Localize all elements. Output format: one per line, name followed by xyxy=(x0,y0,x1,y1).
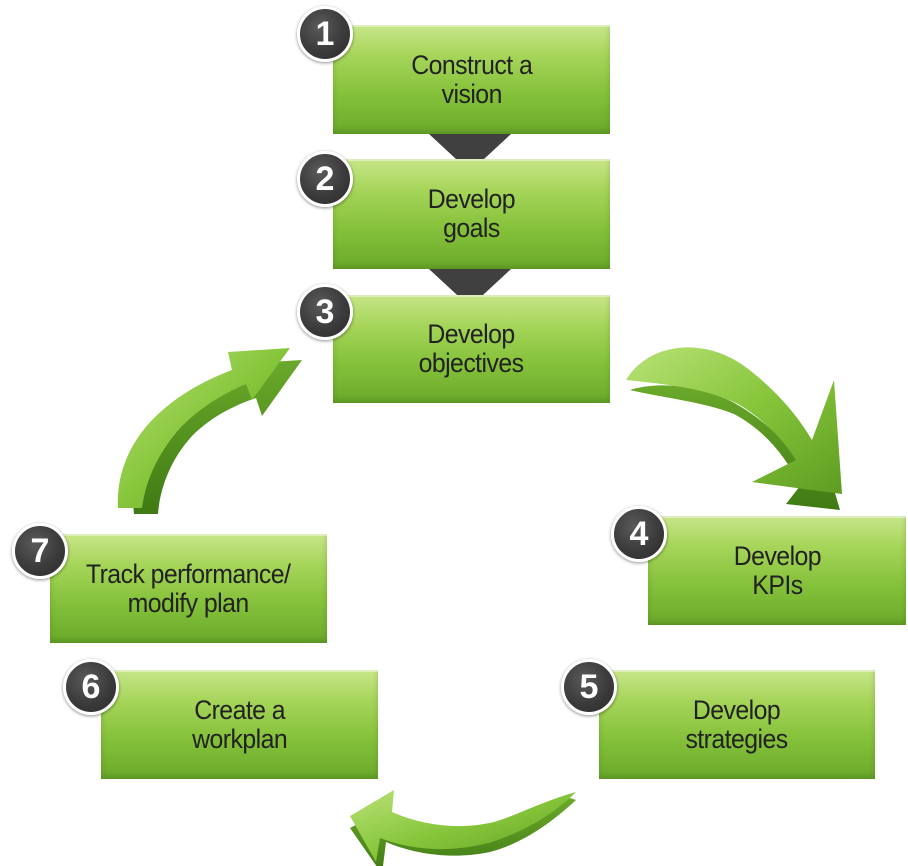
step-2-number: 2 xyxy=(315,160,335,198)
step-box-4: Develop KPIs xyxy=(648,516,906,625)
step-box-7: Track performance/ modify plan xyxy=(50,534,327,643)
curved-arrow-5-to-6 xyxy=(350,790,576,866)
step-7-label: Track performance/ modify plan xyxy=(86,558,291,618)
step-4-badge: 4 xyxy=(611,506,667,562)
step-4-number: 4 xyxy=(629,515,649,553)
step-5-label: Develop strategies xyxy=(685,694,789,754)
step-1-label: Construct a vision xyxy=(411,49,533,109)
step-box-2: Develop goals xyxy=(333,159,610,269)
curved-arrow-3-to-4 xyxy=(626,347,842,510)
step-2-label: Develop goals xyxy=(427,184,516,243)
step-6-number: 6 xyxy=(81,668,101,706)
step-5-number: 5 xyxy=(579,668,599,706)
step-2-badge: 2 xyxy=(297,151,353,207)
step-1-number: 1 xyxy=(315,15,335,53)
curved-arrow-7-to-3 xyxy=(117,348,302,514)
step-7-number: 7 xyxy=(30,532,50,570)
step-box-5: Develop strategies xyxy=(599,670,875,779)
step-box-1: Construct a vision xyxy=(333,25,610,134)
step-3-label: Develop objectives xyxy=(419,319,525,378)
step-4-label: Develop KPIs xyxy=(733,540,821,600)
step-box-6: Create a workplan xyxy=(101,670,378,779)
step-6-badge: 6 xyxy=(63,659,119,715)
connector-arrow-1-2 xyxy=(429,134,511,172)
step-1-badge: 1 xyxy=(297,6,353,62)
step-3-number: 3 xyxy=(315,293,335,331)
step-3-badge: 3 xyxy=(297,284,353,340)
connector-arrow-2-3 xyxy=(429,269,511,307)
step-7-badge: 7 xyxy=(12,523,68,579)
step-5-badge: 5 xyxy=(561,659,617,715)
step-box-3: Develop objectives xyxy=(333,295,610,403)
step-6-label: Create a workplan xyxy=(191,694,288,754)
